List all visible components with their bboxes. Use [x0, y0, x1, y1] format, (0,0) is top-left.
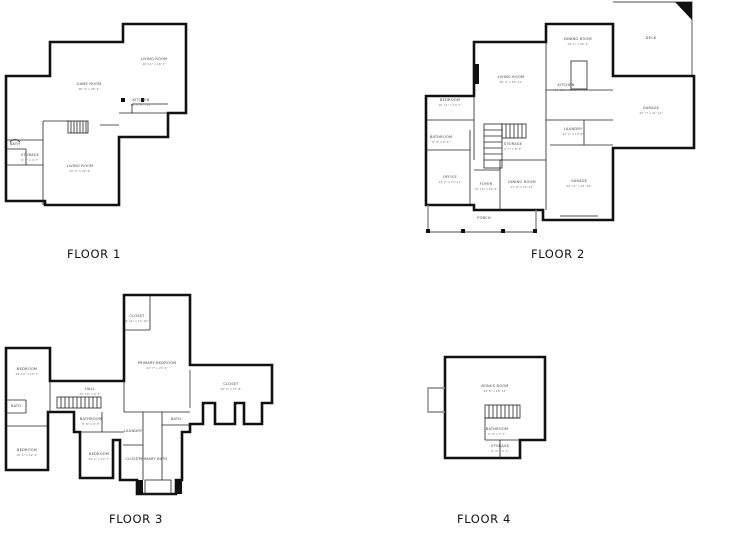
- room-dimension: 22' 5" x 22' 9": [69, 169, 91, 173]
- floor-1-column: [141, 98, 144, 102]
- floor-3-stairs: [56, 396, 102, 409]
- room-dimension: 15' 10" x 13' 7": [15, 372, 39, 376]
- room-dimension: 5' 4" x 7' 1": [488, 432, 506, 436]
- room-dimension: 25' 10" x 4' 3": [79, 392, 101, 396]
- floor-2-stairs: [483, 123, 527, 169]
- room-dimension: 8' 8" x 9' 3": [82, 422, 100, 426]
- room-label: FOYER: [480, 182, 493, 186]
- room-label: BATH: [10, 142, 20, 146]
- room-label: LIVING ROOM: [67, 164, 94, 168]
- room-label: LAUNDRY: [124, 429, 143, 433]
- room-label: STORAGE: [504, 142, 523, 146]
- floor-4-label: FLOOR 4: [457, 512, 511, 526]
- room-dimension: 24' 8" x 18' 11": [483, 389, 507, 393]
- floor-4-dormer: [427, 387, 445, 413]
- floor-2-fireplace: [474, 64, 479, 84]
- room-dimension: 8' 4" x 9' 4": [432, 140, 450, 144]
- floor-2-porch: [427, 205, 537, 233]
- room-dimension: 22' 7" x 31' 11": [639, 111, 663, 115]
- floor-1-stairs: [67, 120, 89, 134]
- room-dimension: 22' 7" x 23' 4": [146, 366, 168, 370]
- room-label: OFFICE: [443, 175, 458, 179]
- floor-2-porch-post: [426, 229, 430, 233]
- floor-3-plan: CLOSET 9' 11" x 13' 10" PRIMARY BEDROOM …: [4, 293, 274, 496]
- room-label: STORAGE: [491, 444, 510, 448]
- room-label: DINING ROOM: [564, 37, 592, 41]
- room-dimension: 15' 1" x 12' 9": [16, 453, 38, 457]
- room-dimension: 22' 11" x 21' 10": [566, 184, 592, 188]
- room-label: PRIMARY BEDROOM: [138, 361, 177, 365]
- room-label: DECK: [646, 36, 657, 40]
- room-label: DINING ROOM: [508, 180, 536, 184]
- floor-1-outline: [4, 22, 188, 207]
- room-dimension: 12' 7" x 13' 11": [438, 180, 462, 184]
- room-label: CLOSET: [125, 457, 141, 461]
- room-dimension: 14' 1" x 20' 1": [567, 42, 589, 46]
- room-label: GARAGE: [571, 179, 588, 183]
- room-label: CLOSET: [223, 382, 239, 386]
- room-label: BEDROOM: [89, 452, 109, 456]
- floor-3-wall-block: [176, 480, 182, 494]
- room-dimension: 11' 1" x 13' 6": [562, 132, 584, 136]
- room-label: BEDROOM: [17, 448, 37, 452]
- room-label: LIVING ROOM: [141, 57, 168, 61]
- floor-2-kitchen-island: [570, 60, 588, 90]
- room-dimension: 9' 4" x 5' 1": [491, 449, 509, 453]
- floor-3-wall-block: [137, 480, 143, 494]
- room-dimension: 26' 11" x 16' 1": [142, 62, 166, 66]
- room-label: PORCH: [477, 216, 491, 220]
- floor-1-bath-fixture: [9, 139, 21, 143]
- room-label: HALL: [85, 387, 95, 391]
- floor-2-porch-post: [461, 229, 465, 233]
- room-label: BATHROOM: [80, 417, 102, 421]
- room-label: BATH: [171, 417, 181, 421]
- room-label: CLOSET: [129, 314, 145, 318]
- floor-3-bathtub: [144, 479, 172, 495]
- room-label: BEDROOM: [17, 367, 37, 371]
- room-dimension: 9' 11" x 13' 10": [125, 319, 149, 323]
- floor-2-label: FLOOR 2: [531, 247, 585, 261]
- floor-3-label: FLOOR 3: [109, 512, 163, 526]
- room-label: LAUNDRY: [564, 127, 583, 131]
- floor-3-outline: [4, 293, 274, 496]
- room-label: BEDROOM: [440, 98, 460, 102]
- room-label: STORAGE: [21, 153, 40, 157]
- room-dimension: 14' 5" x 7' 11": [130, 103, 152, 107]
- room-label: KITCHEN: [558, 83, 575, 87]
- room-dimension: 14' 11" x 19' 3": [554, 88, 578, 92]
- floor-1-label: FLOOR 1: [67, 247, 121, 261]
- room-dimension: 13' 1" x 14' 7": [88, 457, 110, 461]
- room-dimension: 29' 3" x 11' 8": [220, 387, 242, 391]
- floor-2-porch-post: [501, 229, 505, 233]
- floor-1-column: [121, 98, 125, 102]
- floor-2-porch-post: [533, 229, 537, 233]
- floor-2-deck-corner: [675, 2, 692, 20]
- room-label: BATHROOM: [486, 427, 508, 431]
- room-label: GAME ROOM: [77, 82, 102, 86]
- floor-2-interior-walls: [426, 42, 613, 210]
- room-dimension: 17' 9" x 14' 11": [510, 185, 534, 189]
- floor-2-outline: [424, 22, 696, 222]
- floor-2-plan: LIVING ROOM 20' 9" x 20' 11" DINING ROOM…: [424, 1, 696, 233]
- room-label: GARAGE: [643, 106, 660, 110]
- floor-4-plan: BONUS ROOM 24' 8" x 18' 11" BATHROOM 5' …: [427, 355, 547, 460]
- room-label: KITCHEN: [133, 98, 150, 102]
- room-label: BATHROOM: [430, 135, 452, 139]
- room-dimension: 9' 5" x 4' 7": [21, 158, 39, 162]
- floor-4-stairs: [484, 404, 521, 419]
- room-dimension: 15' 11" x 13' 7": [438, 103, 462, 107]
- floor-4-outline: [443, 355, 547, 460]
- room-dimension: 20' 9" x 20' 11": [499, 80, 523, 84]
- room-label: BATH: [11, 404, 21, 408]
- room-label: BONUS ROOM: [481, 384, 508, 388]
- room-dimension: 4' 7" x 6' 5": [504, 147, 522, 151]
- room-label: LIVING ROOM: [498, 75, 525, 79]
- floor-3-interior-walls: [6, 295, 190, 480]
- floor-1-plan: GAME ROOM 28' 4" x 26' 4" LIVING ROOM 22…: [4, 22, 188, 207]
- room-dimension: 28' 4" x 26' 4": [78, 87, 100, 91]
- room-label: PRIMARY BATH: [139, 457, 168, 461]
- floor-1-interior-walls: [6, 103, 168, 205]
- room-dimension: 11' 10" x 16' 4": [474, 187, 498, 191]
